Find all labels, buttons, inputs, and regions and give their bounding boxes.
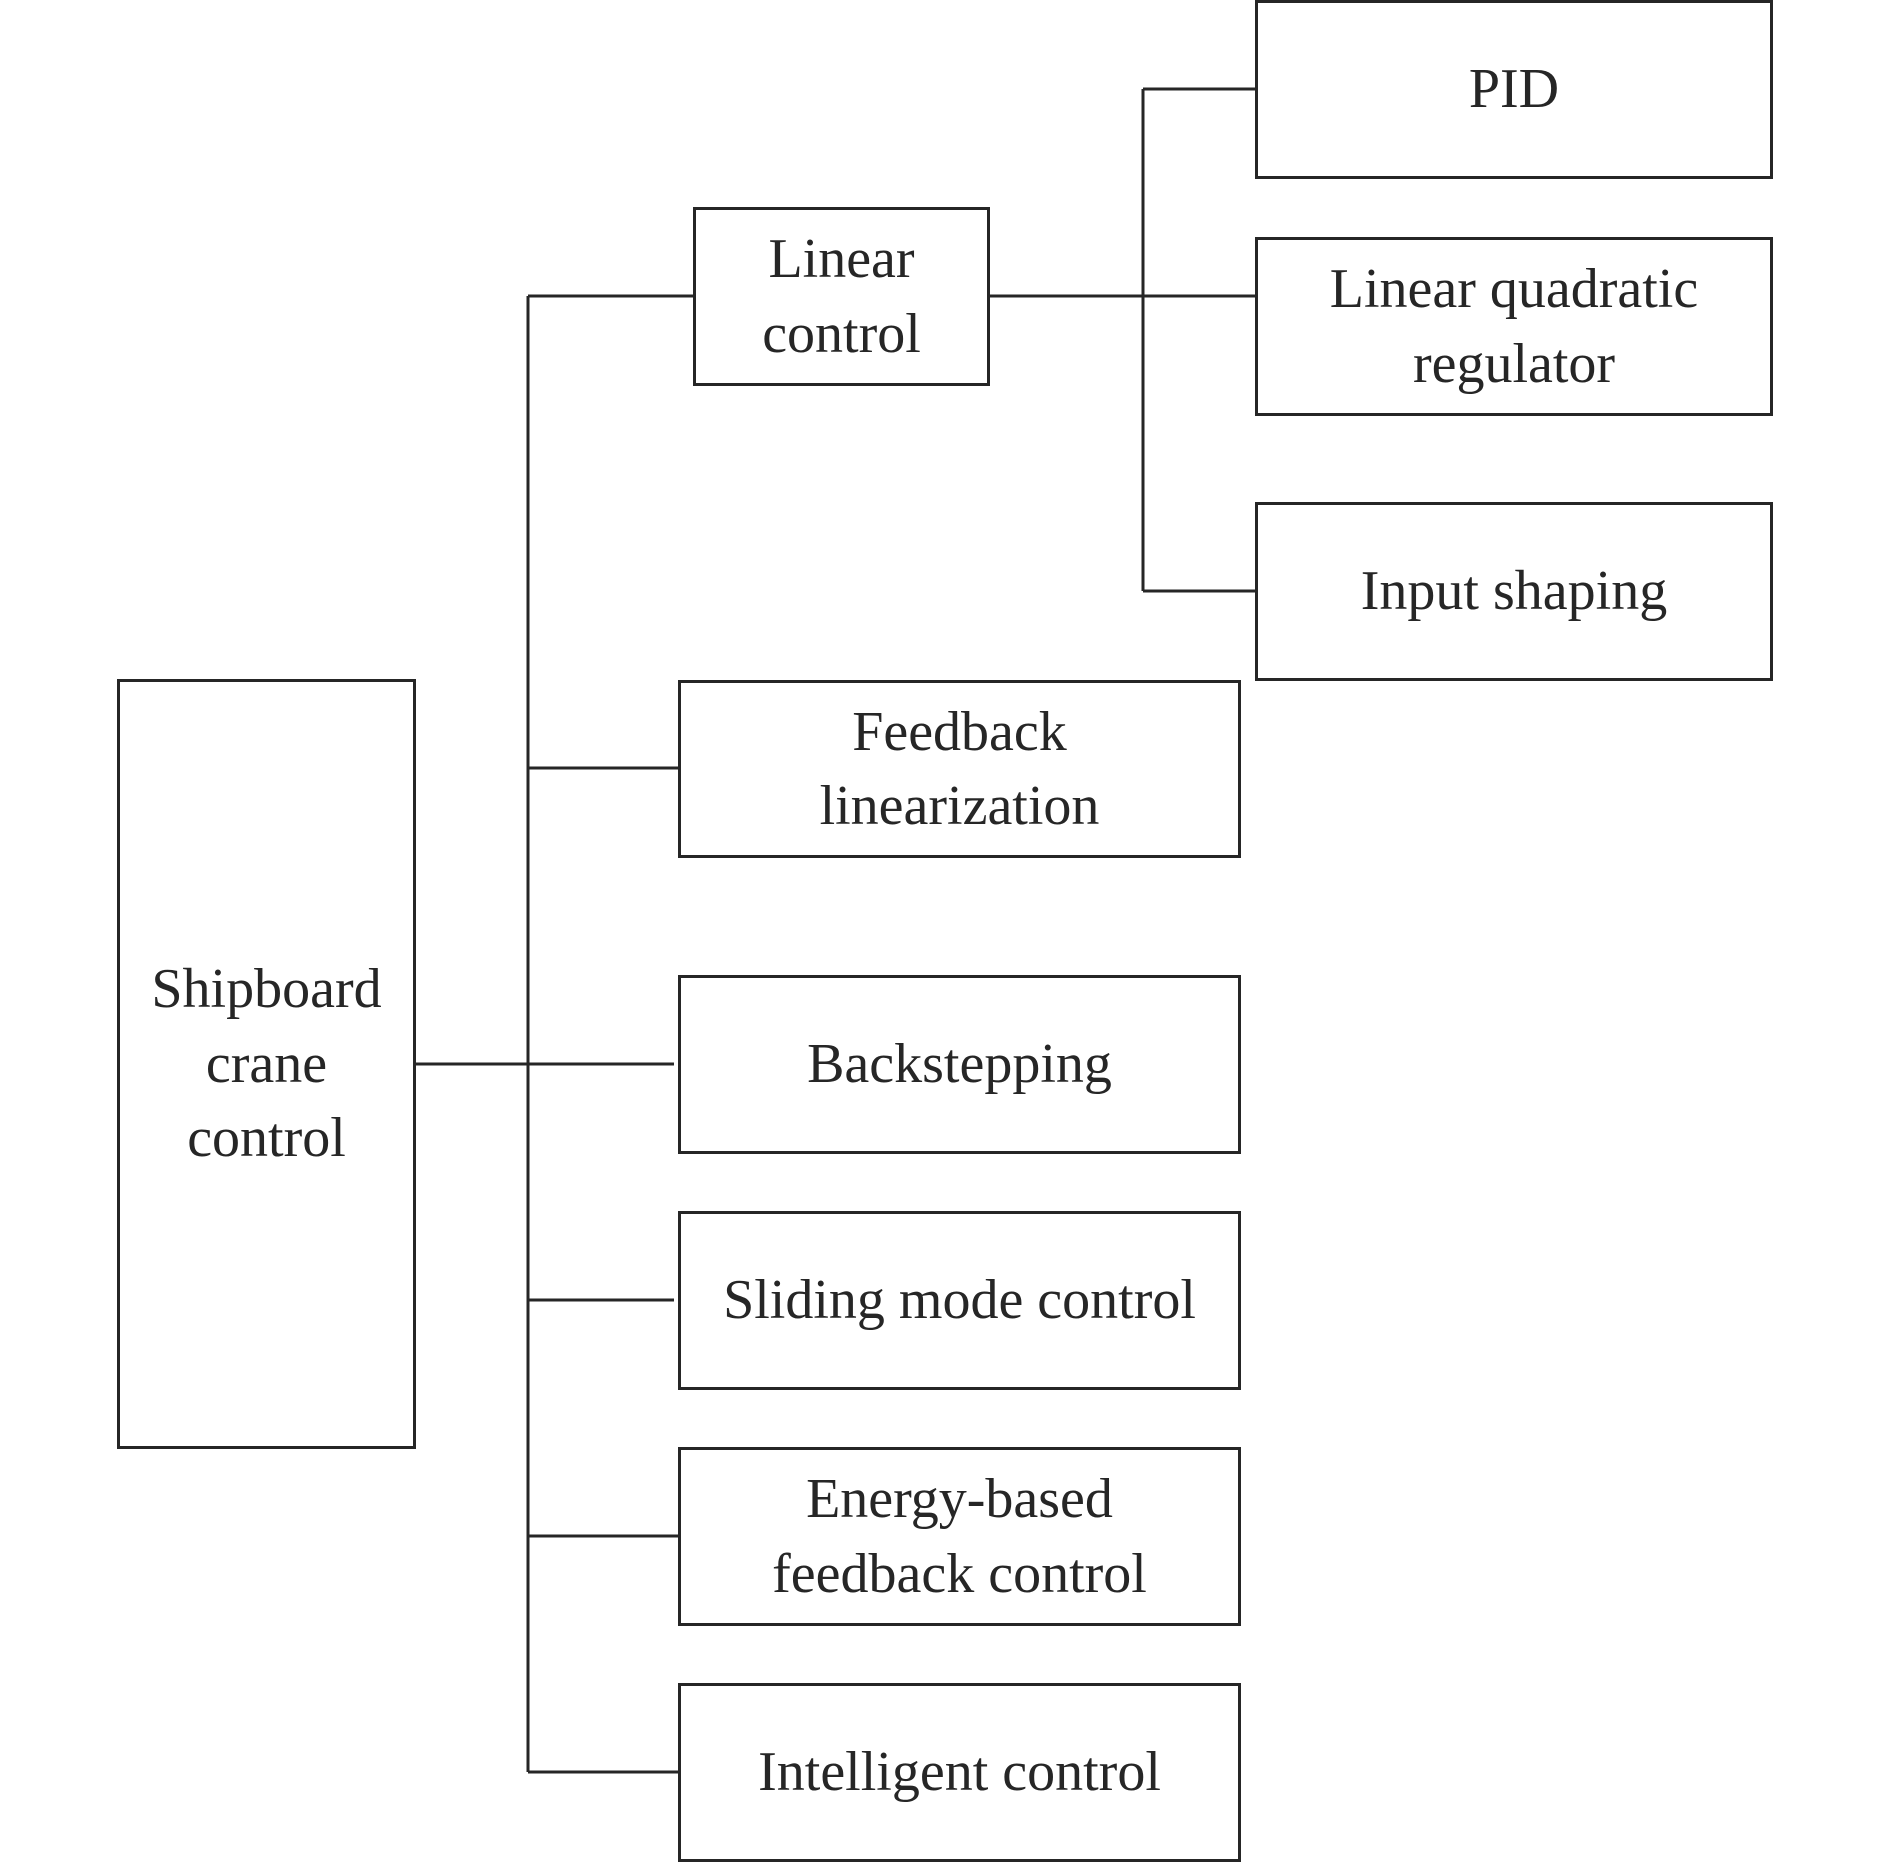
root-node-shipboard-crane-control: Shipboard crane control xyxy=(117,679,416,1449)
node-label-line: control xyxy=(762,302,921,365)
node-label: Linear quadratic regulator xyxy=(1330,252,1698,401)
node-label-line: Input shaping xyxy=(1360,560,1668,623)
node-intelligent-control: Intelligent control xyxy=(678,1683,1241,1862)
node-label: Feedback linearization xyxy=(820,695,1100,844)
node-label-line: linearization xyxy=(819,775,1100,837)
root-node-label: Shipboard crane control xyxy=(151,952,381,1175)
node-label: Intelligent control xyxy=(758,1735,1161,1809)
node-label-line: Feedback xyxy=(852,700,1067,763)
node-label: PID xyxy=(1469,52,1559,126)
node-label-line: PID xyxy=(1468,58,1560,121)
root-label-line: Shipboard xyxy=(151,958,382,1021)
node-energy-based-feedback-control: Energy-based feedback control xyxy=(678,1447,1241,1626)
node-label-line: Backstepping xyxy=(807,1033,1112,1096)
node-label-line: regulator xyxy=(1412,332,1616,395)
root-label-line: control xyxy=(187,1107,346,1170)
node-linear-quadratic-regulator: Linear quadratic regulator xyxy=(1255,237,1773,416)
node-backstepping: Backstepping xyxy=(678,975,1241,1154)
node-label: Linear control xyxy=(762,222,921,371)
node-pid: PID xyxy=(1255,0,1773,179)
node-linear-control: Linear control xyxy=(693,207,990,386)
node-sliding-mode-control: Sliding mode control xyxy=(678,1211,1241,1390)
node-input-shaping: Input shaping xyxy=(1255,502,1773,681)
node-label: Input shaping xyxy=(1361,554,1667,628)
node-label-line: Intelligent control xyxy=(758,1741,1161,1804)
node-feedback-linearization: Feedback linearization xyxy=(678,680,1241,858)
node-label: Energy-based feedback control xyxy=(772,1462,1147,1611)
node-label-line: feedback control xyxy=(772,1542,1147,1605)
node-label: Sliding mode control xyxy=(723,1263,1196,1337)
node-label-line: Linear xyxy=(768,228,915,291)
node-label-line: Sliding mode control xyxy=(723,1269,1196,1332)
node-label: Backstepping xyxy=(807,1027,1112,1101)
node-label-line: Linear quadratic xyxy=(1329,258,1699,321)
node-label-line: Energy-based xyxy=(806,1468,1113,1531)
root-label-line: crane xyxy=(205,1032,328,1095)
